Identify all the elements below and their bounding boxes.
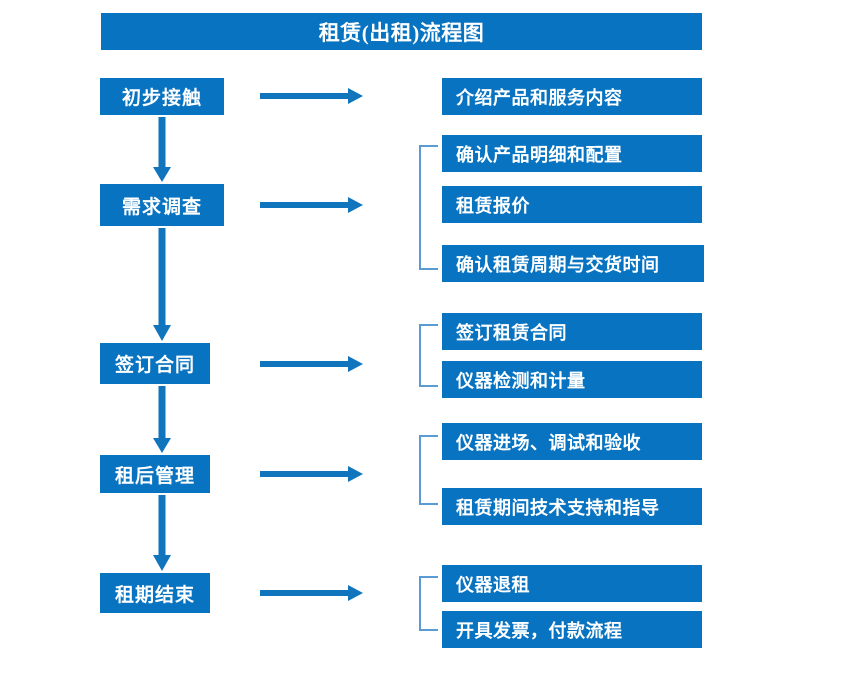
group-bracket-3 [414,435,440,505]
detail-box-7[interactable]: 仪器进场、调试和验收 [442,423,702,460]
detail-box-8[interactable]: 租赁期间技术支持和指导 [442,488,702,525]
stage-box-1[interactable]: 初步接触 [100,78,224,115]
group-bracket-1 [414,145,440,270]
right-arrow-1 [260,85,364,107]
detail-box-4[interactable]: 确认租赁周期与交货时间 [442,245,704,282]
group-bracket-4 [414,576,440,631]
right-arrow-4 [260,463,364,485]
right-arrow-2 [260,194,364,216]
detail-box-3[interactable]: 租赁报价 [442,186,702,223]
detail-box-1[interactable]: 介绍产品和服务内容 [442,78,702,115]
detail-box-6[interactable]: 仪器检测和计量 [442,361,702,398]
detail-box-9[interactable]: 仪器退租 [442,565,702,602]
group-bracket-2 [414,324,440,387]
down-arrow-2 [149,228,175,342]
stage-box-3[interactable]: 签订合同 [100,343,210,384]
down-arrow-3 [149,386,175,454]
down-arrow-1 [149,117,175,183]
detail-box-10[interactable]: 开具发票，付款流程 [442,611,702,648]
stage-box-4[interactable]: 租后管理 [100,455,210,493]
right-arrow-3 [260,353,364,375]
detail-box-2[interactable]: 确认产品明细和配置 [442,135,702,172]
right-arrow-5 [260,582,364,604]
detail-box-5[interactable]: 签订租赁合同 [442,313,702,350]
stage-box-2[interactable]: 需求调查 [100,184,224,226]
stage-box-5[interactable]: 租期结束 [100,573,210,613]
flowchart-title: 租赁(出租)流程图 [101,13,702,50]
down-arrow-4 [149,495,175,572]
